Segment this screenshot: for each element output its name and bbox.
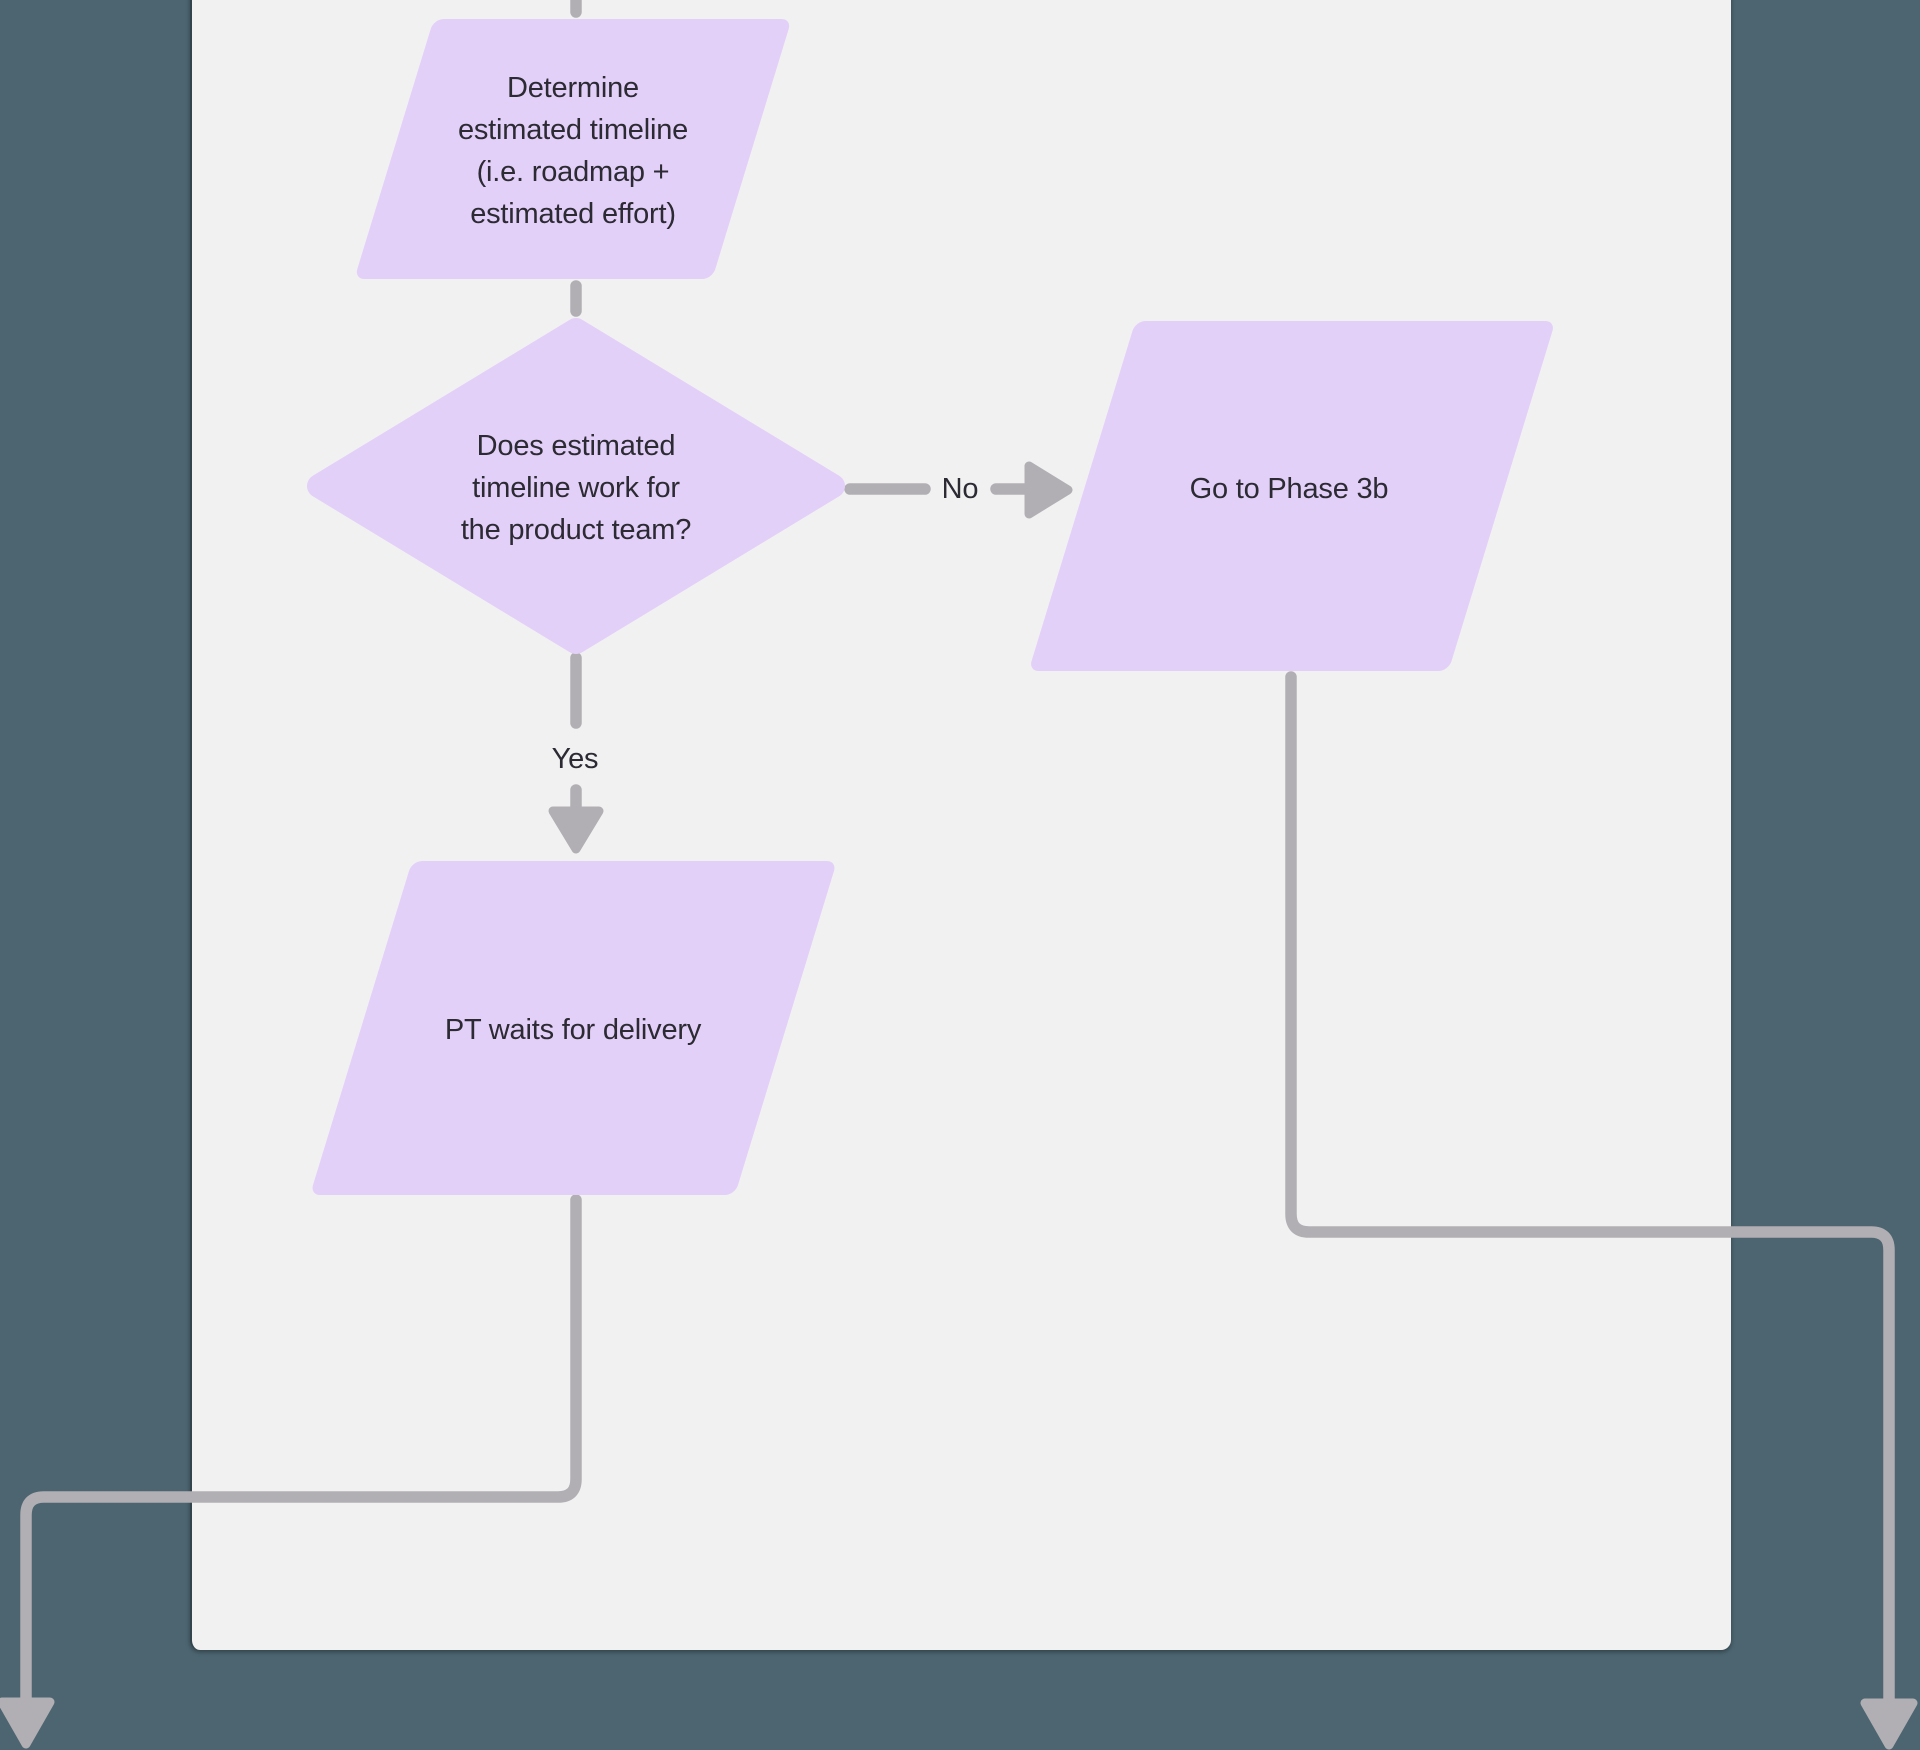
arrowhead-yes-down-icon[interactable]: [548, 806, 604, 854]
node-go-to-phase-3b[interactable]: [1028, 321, 1555, 671]
connector-ptwaits-to-bottom-left[interactable]: [20, 1194, 582, 1705]
node-timeline-decision[interactable]: [307, 318, 845, 654]
arrowhead-bottom-right-icon[interactable]: [1860, 1698, 1918, 1750]
node-determine-timeline[interactable]: [354, 19, 791, 279]
arrowhead-bottom-left-icon[interactable]: [0, 1697, 55, 1749]
node-pt-waits[interactable]: [310, 861, 837, 1195]
arrowhead-no-right-icon[interactable]: [1024, 461, 1073, 519]
connector-phase3b-to-bottom-right[interactable]: [1285, 671, 1895, 1706]
